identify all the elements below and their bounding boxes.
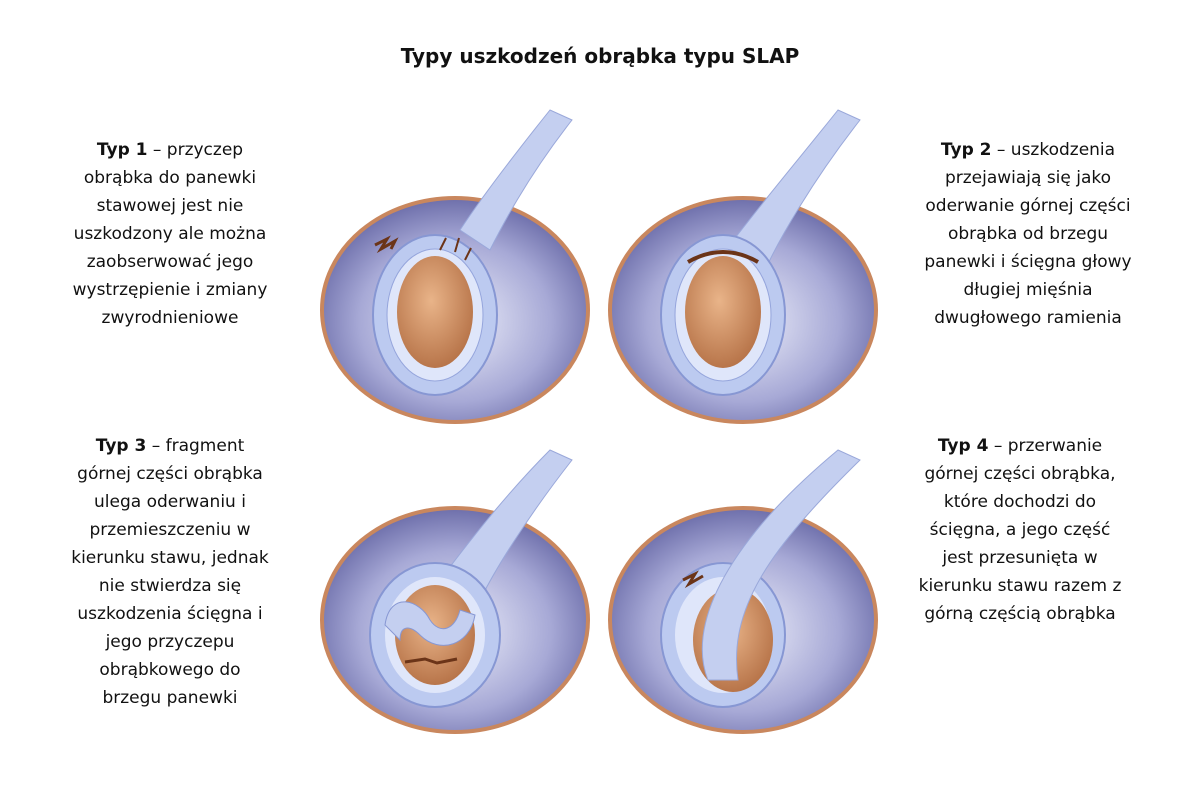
desc-line: przejawiają się jako	[944, 168, 1112, 188]
type-label: Typ 4	[937, 436, 989, 456]
desc-line: kierunku stawu razem z	[918, 576, 1122, 596]
type-3-illustration	[320, 449, 590, 734]
desc-line: górną częścią obrąbka	[924, 604, 1116, 624]
desc-line: ścięgna, a jego część	[929, 520, 1111, 540]
desc-line: wystrzępienie i zmiany	[72, 280, 268, 300]
desc-line: – przerwanie	[993, 436, 1103, 456]
desc-line: – uszkodzenia	[996, 140, 1116, 160]
desc-line: uszkodzenia ścięgna i	[77, 604, 263, 624]
desc-line: nie stwierdza się	[98, 576, 242, 596]
desc-line: obrąbka od brzegu	[947, 224, 1109, 244]
desc-line: zaobserwować jego	[86, 252, 254, 272]
desc-line: brzegu panewki	[102, 688, 238, 708]
type-2-illustration	[608, 109, 878, 424]
type-4-description: Typ 4 – przerwanie górnej części obrąbka…	[890, 432, 1150, 628]
desc-line: kierunku stawu, jednak	[71, 548, 269, 568]
desc-line: – fragment	[151, 436, 245, 456]
type-1-description: Typ 1 – przyczep obrąbka do panewki staw…	[40, 136, 300, 332]
type-label: Typ 1	[96, 140, 148, 160]
desc-line: zwyrodnieniowe	[101, 308, 239, 328]
desc-line: obrąbkowego do	[99, 660, 241, 680]
type-1-illustration	[320, 109, 590, 424]
type-4-illustration	[608, 449, 878, 734]
desc-line: ulega oderwaniu i	[94, 492, 246, 512]
desc-line: górnej części obrąbka,	[924, 464, 1116, 484]
desc-line: jest przesunięta w	[942, 548, 1098, 568]
page-title: Typy uszkodzeń obrąbka typu SLAP	[400, 44, 800, 68]
desc-line: oderwanie górnej części	[925, 196, 1131, 216]
desc-line: uszkodzony ale można	[73, 224, 267, 244]
type-label: Typ 2	[940, 140, 992, 160]
type-3-description: Typ 3 – fragment górnej części obrąbka u…	[40, 432, 300, 712]
desc-line: dwugłowego ramienia	[934, 308, 1122, 328]
desc-line: przemieszczeniu w	[89, 520, 251, 540]
desc-line: jego przyczepu	[105, 632, 235, 652]
desc-line: panewki i ścięgna głowy	[924, 252, 1132, 272]
desc-line: długiej mięśnia	[963, 280, 1093, 300]
type-2-description: Typ 2 – uszkodzenia przejawiają się jako…	[898, 136, 1158, 332]
desc-line: obrąbka do panewki	[83, 168, 257, 188]
desc-line: górnej części obrąbka	[77, 464, 263, 484]
desc-line: stawowej jest nie	[96, 196, 244, 216]
desc-line: – przyczep	[152, 140, 244, 160]
desc-line: które dochodzi do	[943, 492, 1097, 512]
type-label: Typ 3	[95, 436, 147, 456]
